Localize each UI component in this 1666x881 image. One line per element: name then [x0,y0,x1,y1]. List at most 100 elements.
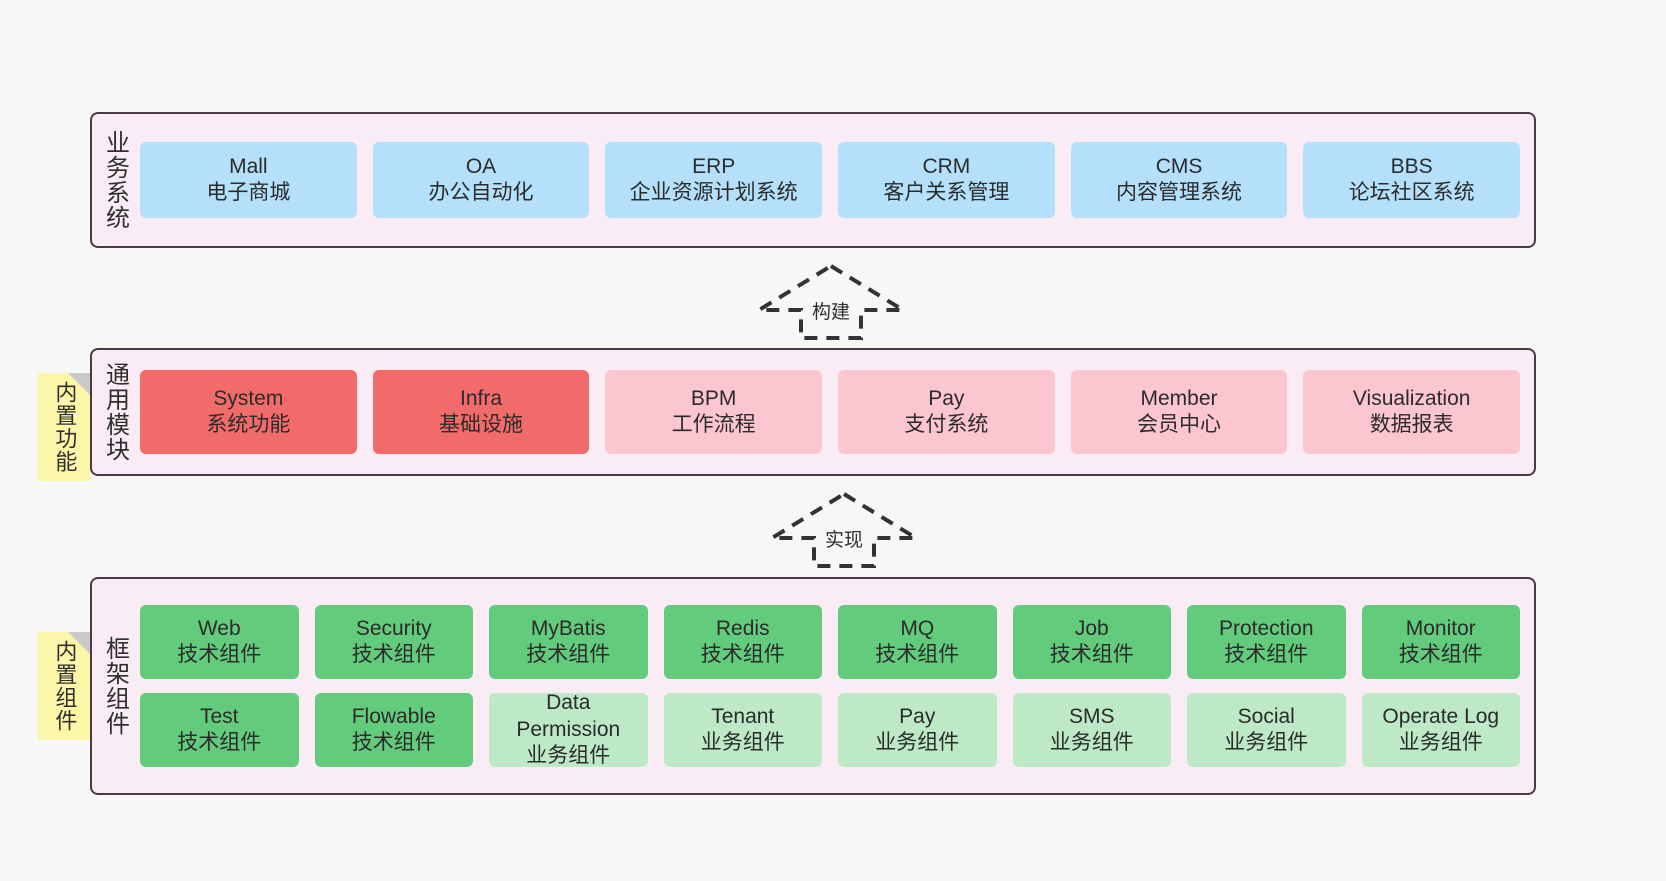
connector-implement-label: 实现 [824,530,863,551]
card-title: BPM [690,386,737,410]
business-system-layer: 业务系统 Mall 电子商城 OA 办公自动化 ERP 企业资源计划系统 CRM… [90,112,1536,248]
framework-card-job[interactable]: Job 技术组件 [1012,605,1171,679]
common-modules-cards: System 系统功能 Infra 基础设施 BPM 工作流程 Pay 支付系统… [136,350,1534,474]
card-title: Security [355,616,432,640]
framework-card-pay[interactable]: Pay 业务组件 [838,693,997,767]
framework-card-test[interactable]: Test 技术组件 [140,693,299,767]
business-card-cms[interactable]: CMS 内容管理系统 [1070,142,1288,218]
sticky-note-builtin-components: 内置组件 [38,632,90,740]
business-card-erp[interactable]: ERP 企业资源计划系统 [605,142,823,218]
card-title: MyBatis [530,616,606,640]
module-card-member[interactable]: Member 会员中心 [1070,370,1288,454]
card-subtitle: 技术组件 [526,643,611,666]
framework-card-sms[interactable]: SMS 业务组件 [1012,693,1171,767]
card-subtitle: 业务组件 [1398,731,1483,754]
sticky-note-builtin-functions: 内置功能 [38,373,90,481]
card-title: CRM [922,154,971,178]
card-subtitle: 技术组件 [351,731,436,754]
framework-card-mybatis[interactable]: MyBatis 技术组件 [489,605,648,679]
card-title: Mall [229,154,268,178]
card-subtitle: 技术组件 [177,643,262,666]
card-subtitle: 技术组件 [1398,643,1483,666]
framework-card-tenant[interactable]: Tenant 业务组件 [663,693,822,767]
common-modules-layer-label: 通用模块 [101,362,129,462]
card-subtitle: 技术组件 [351,643,436,666]
card-subtitle: 系统功能 [206,413,291,436]
card-subtitle: 数据报表 [1369,413,1454,436]
card-title: Web [197,616,241,640]
business-card-oa[interactable]: OA 办公自动化 [372,142,590,218]
business-system-cards: Mall 电子商城 OA 办公自动化 ERP 企业资源计划系统 CRM 客户关系… [136,114,1534,246]
card-title: Infra [459,386,503,410]
card-subtitle: 企业资源计划系统 [629,181,798,204]
build-arrow-icon [755,263,907,340]
business-card-mall[interactable]: Mall 电子商城 [140,142,357,218]
framework-card-mq[interactable]: MQ 技术组件 [838,605,997,679]
framework-components-layer: 框架组件 Web 技术组件 Security 技术组件 MyBatis 技术组件… [90,577,1536,795]
card-subtitle: 会员中心 [1137,413,1222,436]
card-subtitle: 支付系统 [904,413,989,436]
card-title: SMS [1068,704,1115,728]
business-card-crm[interactable]: CRM 客户关系管理 [838,142,1055,218]
card-subtitle: 技术组件 [700,643,785,666]
business-card-bbs[interactable]: BBS 论坛社区系统 [1303,142,1521,218]
framework-card-protection[interactable]: Protection 技术组件 [1187,605,1346,679]
card-subtitle: 电子商城 [206,181,291,204]
card-subtitle: 业务组件 [700,731,785,754]
note-fold-corner-icon [68,632,90,654]
card-title: ERP [692,154,736,178]
framework-components-rows: Web 技术组件 Security 技术组件 MyBatis 技术组件 Redi… [136,579,1534,793]
framework-card-redis[interactable]: Redis 技术组件 [663,605,822,679]
card-title: Test [199,704,239,728]
connector-build-label: 构建 [811,302,850,323]
framework-row-business: Test 技术组件 Flowable 技术组件 Data Permission … [140,691,1520,768]
card-title: Tenant [711,704,775,728]
module-card-bpm[interactable]: BPM 工作流程 [605,370,823,454]
card-subtitle: 业务组件 [1049,731,1134,754]
card-title: Redis [715,616,770,640]
card-subtitle: 业务组件 [526,744,611,768]
card-subtitle: 工作流程 [671,413,756,436]
card-title: Visualization [1352,386,1471,410]
sticky-note-label: 内置组件 [52,640,78,732]
implement-arrow-icon [768,491,920,568]
card-title: Flowable [351,704,436,728]
card-title: CMS [1155,154,1203,178]
card-title: OA [465,154,497,178]
framework-card-operate-log[interactable]: Operate Log 业务组件 [1361,693,1520,767]
card-subtitle: 技术组件 [1224,643,1309,666]
framework-card-web[interactable]: Web 技术组件 [140,605,299,679]
connector-implement: 实现 [768,490,920,570]
card-title: Job [1074,616,1109,640]
framework-card-data-permission[interactable]: Data Permission 业务组件 [489,691,648,768]
business-system-layer-label: 业务系统 [101,130,129,230]
card-title: Protection [1218,616,1314,640]
module-card-pay[interactable]: Pay 支付系统 [838,370,1055,454]
card-title: Monitor [1405,616,1476,640]
card-title: Operate Log [1382,704,1500,728]
framework-card-social[interactable]: Social 业务组件 [1187,693,1346,767]
module-card-visualization[interactable]: Visualization 数据报表 [1303,370,1521,454]
common-modules-layer: 通用模块 System 系统功能 Infra 基础设施 BPM 工作流程 Pay… [90,348,1536,476]
framework-row-technical: Web 技术组件 Security 技术组件 MyBatis 技术组件 Redi… [140,605,1520,679]
module-card-infra[interactable]: Infra 基础设施 [372,370,590,454]
card-subtitle: 业务组件 [875,731,960,754]
sticky-note-label: 内置功能 [52,381,78,473]
card-subtitle: 技术组件 [875,643,960,666]
connector-build: 构建 [755,262,907,342]
framework-card-flowable[interactable]: Flowable 技术组件 [314,693,473,767]
framework-card-security[interactable]: Security 技术组件 [314,605,473,679]
card-title: Data Permission [516,691,621,741]
card-subtitle: 技术组件 [1049,643,1134,666]
card-subtitle: 客户关系管理 [883,181,1010,204]
card-title: Pay [899,704,936,728]
card-title: System [213,386,284,410]
note-fold-corner-icon [68,373,90,395]
card-subtitle: 业务组件 [1224,731,1309,754]
card-title: Member [1140,386,1218,410]
card-title: Pay [928,386,965,410]
framework-card-monitor[interactable]: Monitor 技术组件 [1361,605,1520,679]
module-card-system[interactable]: System 系统功能 [140,370,357,454]
card-title: BBS [1390,154,1433,178]
